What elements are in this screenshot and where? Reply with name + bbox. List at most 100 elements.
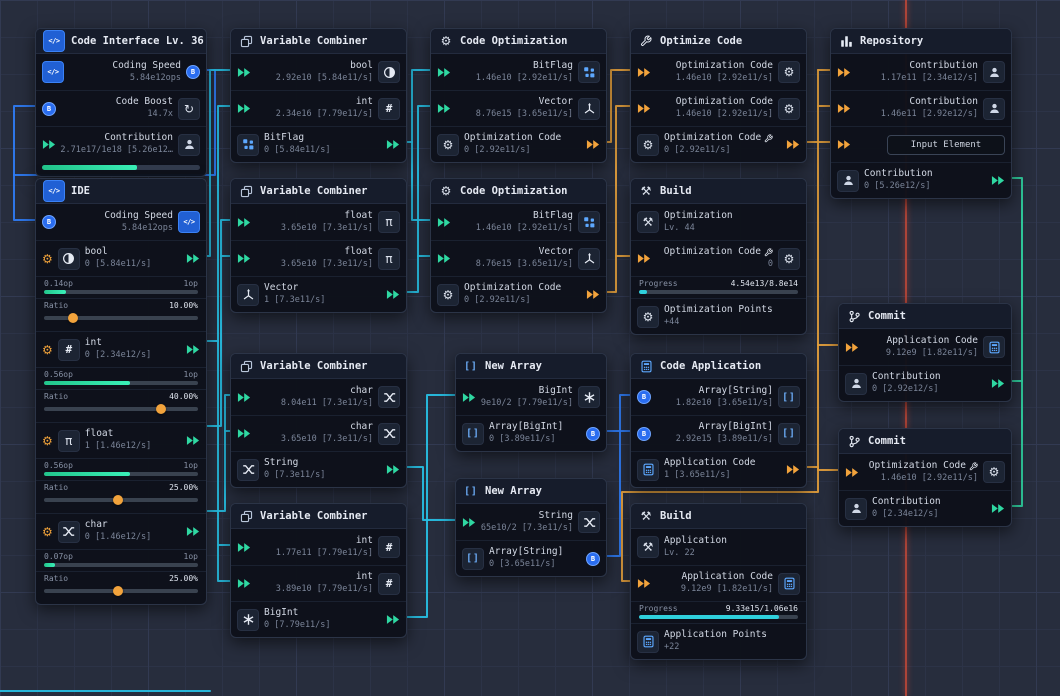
row-value: 1.17e11 [2.34e12/s] (880, 72, 978, 83)
input-port-blue-b[interactable]: B (42, 215, 56, 229)
output-port-green[interactable] (386, 139, 400, 150)
gear-icon[interactable]: ⚙ (42, 524, 53, 539)
output-port-green[interactable] (991, 503, 1005, 514)
node-header[interactable]: []New Array (456, 354, 606, 379)
input-port-green[interactable] (437, 253, 451, 264)
output-port-blue-b[interactable]: B (586, 551, 600, 566)
input-port-green[interactable] (237, 67, 251, 78)
output-port-green[interactable] (186, 435, 200, 446)
input-port-green[interactable] (437, 217, 451, 228)
output-port-green[interactable] (386, 464, 400, 475)
input-port-orange[interactable] (837, 103, 851, 114)
input-port-blue-b[interactable]: B (637, 426, 651, 441)
input-port-orange[interactable] (837, 67, 851, 78)
node-header[interactable]: Variable Combiner (231, 354, 406, 379)
node-header[interactable]: Repository (831, 29, 1011, 54)
input-port-green[interactable] (437, 67, 451, 78)
node-header[interactable]: </>IDE (36, 179, 206, 204)
output-port-green[interactable] (386, 289, 400, 300)
input-port-orange[interactable] (845, 342, 859, 353)
ratio-slider[interactable] (44, 586, 198, 596)
output-port-green[interactable] (186, 253, 200, 264)
output-port-green[interactable] (186, 344, 200, 355)
ratio-slider[interactable] (44, 404, 198, 414)
input-port-green[interactable] (237, 217, 251, 228)
slider-knob[interactable] (112, 495, 123, 505)
row-value: 3.65e10/2 [7.3e11/s] (481, 522, 573, 533)
input-port-blue-b[interactable]: B (42, 101, 56, 116)
progress-label: Progress (639, 604, 678, 613)
gear-icon[interactable]: ⚙ (42, 433, 53, 448)
node-header[interactable]: Variable Combiner (231, 504, 406, 529)
output-port-orange[interactable] (786, 139, 800, 150)
input-port-green[interactable] (42, 139, 56, 150)
slider-knob[interactable] (112, 586, 123, 596)
node-header[interactable]: Variable Combiner (231, 179, 406, 204)
node-header[interactable]: ⚙Code Optimization (431, 179, 606, 204)
node-header[interactable]: </>Code Interface Lv. 36 (36, 29, 206, 54)
output-port-orange[interactable] (786, 464, 800, 475)
input-port-orange[interactable] (845, 467, 859, 478)
node-header[interactable]: ⚒Build (631, 179, 806, 204)
output-port-green[interactable] (991, 378, 1005, 389)
sync-icon[interactable]: ↻ (178, 97, 200, 120)
output-port-blue-b[interactable]: B (186, 65, 200, 79)
ratio-slider[interactable] (44, 313, 198, 323)
input-port-green[interactable] (437, 103, 451, 114)
gear-icon[interactable]: ⚙ (42, 342, 53, 357)
node-header[interactable]: Commit (839, 304, 1011, 329)
output-port-orange[interactable] (586, 139, 600, 150)
input-port-orange[interactable] (837, 139, 851, 150)
node-title: Repository (860, 35, 924, 47)
node-header[interactable]: Commit (839, 429, 1011, 454)
slider-knob[interactable] (156, 404, 167, 414)
element-input[interactable] (887, 134, 1005, 155)
output-port-green[interactable] (386, 614, 400, 625)
input-port-green[interactable] (237, 428, 251, 439)
node-header[interactable]: Code Application (631, 354, 806, 379)
input-port-green[interactable] (237, 578, 251, 589)
node-header[interactable]: []New Array (456, 479, 606, 504)
node-new-array-2[interactable]: []New ArrayString3.65e10/2 [7.3e11/s][]A… (455, 478, 607, 577)
input-port-orange[interactable] (637, 103, 651, 114)
input-port-green[interactable] (237, 103, 251, 114)
node-header[interactable]: Variable Combiner (231, 29, 406, 54)
input-port-green[interactable] (237, 542, 251, 553)
row-value: 0 [5.84e11/s] (264, 145, 331, 156)
node-new-array-1[interactable]: []New ArrayBigInt3.89e10/2 [7.79e11/s][]… (455, 353, 607, 452)
input-port-blue-b[interactable]: B (637, 390, 651, 404)
gear-icon[interactable]: ⚙ (42, 251, 53, 266)
output-port-green[interactable] (186, 526, 200, 537)
node-header[interactable]: Optimize Code (631, 29, 806, 54)
output-port-orange[interactable] (586, 289, 600, 300)
ratio-slider[interactable] (44, 495, 198, 505)
node-header[interactable]: ⚙Code Optimization (431, 29, 606, 54)
output-port-blue-b[interactable]: B (586, 426, 600, 441)
node-header[interactable]: ⚒Build (631, 504, 806, 529)
output-port-green[interactable] (991, 175, 1005, 186)
input-port-orange[interactable] (637, 67, 651, 78)
input-port-orange[interactable] (637, 578, 651, 589)
input-port-orange[interactable] (637, 253, 651, 264)
input-port-green[interactable] (462, 392, 476, 403)
input-port-green[interactable] (237, 392, 251, 403)
slider-knob[interactable] (68, 313, 79, 323)
input-port-green[interactable] (237, 253, 251, 264)
input-port-green[interactable] (462, 517, 476, 528)
